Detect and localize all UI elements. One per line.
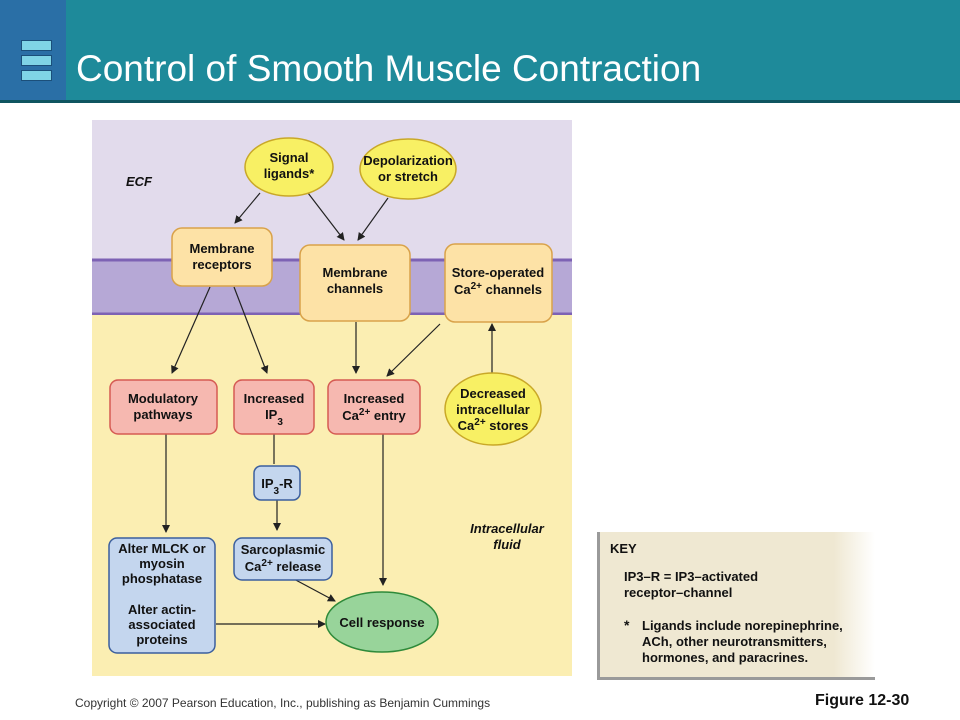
copyright-text: Copyright © 2007 Pearson Education, Inc.… <box>75 696 491 710</box>
modulatory-pathways-label: pathways <box>133 407 192 422</box>
ip3r-label: IP3-R <box>261 476 293 497</box>
ip3r-node <box>253 465 301 501</box>
decreased-stores-node <box>444 372 542 446</box>
depolarization-node <box>359 138 457 200</box>
increased-ip3-node <box>233 379 315 435</box>
intracellular-label: fluid <box>493 537 521 552</box>
modulatory-pathways-label: Modulatory <box>128 391 199 406</box>
title-bar-underline <box>0 100 960 103</box>
increased-ca-entry-label: Ca2+ entry <box>342 407 406 424</box>
arrow <box>234 192 261 224</box>
membrane-receptors-label: Membrane <box>189 241 254 256</box>
decreased-stores-label: Decreased <box>460 386 526 401</box>
arrow <box>171 286 211 374</box>
logo-bar <box>21 40 52 51</box>
depolarization-label: Depolarization <box>363 153 453 168</box>
ecf-region <box>92 120 572 260</box>
decreased-stores-label: intracellular <box>456 402 530 417</box>
cell-response-label: Cell response <box>339 615 424 630</box>
sarcoplasmic-release-label: Sarcoplasmic <box>241 542 326 557</box>
membrane-receptors-label: receptors <box>192 257 251 272</box>
store-operated-label: Ca2+ channels <box>454 281 542 298</box>
alter-mlck-label: phosphatase <box>122 571 202 586</box>
ecf-label: ECF <box>126 174 153 189</box>
signal-ligands-label: Signal <box>269 150 308 165</box>
legend-key: KEY IP3–R = IP3–activated receptor–chann… <box>597 532 875 680</box>
signal-ligands-label: ligands* <box>264 166 316 181</box>
key-ip3r-line: IP3–R = IP3–activated <box>624 569 759 584</box>
slide-logo-icon <box>0 0 66 100</box>
increased-ip3-label: IP3 <box>265 407 283 428</box>
arrow <box>307 192 345 241</box>
store-operated-node <box>444 243 553 323</box>
cell-response-node <box>325 591 439 653</box>
intracellular-label: Intracellular <box>470 521 545 536</box>
alter-mlck-label: associated <box>128 617 195 632</box>
logo-bar <box>21 70 52 81</box>
increased-ip3-label: Increased <box>244 391 305 406</box>
arrow <box>386 323 441 377</box>
increased-ca-entry-label: Increased <box>344 391 405 406</box>
alter-mlck-label: Alter actin- <box>128 602 196 617</box>
alter-mlck-label: myosin <box>139 556 185 571</box>
sarcoplasmic-release-node <box>233 537 333 581</box>
title-bar <box>0 0 960 100</box>
depolarization-label: or stretch <box>378 169 438 184</box>
sarcoplasmic-release-label: Ca2+ release <box>245 558 321 575</box>
membrane-receptors-node <box>171 227 273 287</box>
store-operated-label: Store-operated <box>452 265 545 280</box>
alter-mlck-label: proteins <box>136 632 187 647</box>
membrane-channels-label: Membrane <box>322 265 387 280</box>
key-ip3r-line: receptor–channel <box>624 585 733 600</box>
figure-number: Figure 12-30 <box>815 692 910 709</box>
signal-ligands-node <box>244 137 334 197</box>
alter-mlck-node <box>108 537 216 654</box>
flow-diagram: ECF Intracellular fluid Signal ligands* … <box>92 120 572 676</box>
membrane-channels-node <box>299 244 411 322</box>
logo-bar <box>21 55 52 66</box>
alter-mlck-label: Alter MLCK or <box>118 541 205 556</box>
key-ligands-line: ACh, other neurotransmitters, <box>642 634 827 649</box>
arrow <box>291 577 336 602</box>
arrow <box>233 286 269 374</box>
arrow <box>357 197 389 241</box>
membrane-channels-label: channels <box>327 281 383 296</box>
increased-ca-entry-node <box>327 379 421 435</box>
key-ligands-line: Ligands include norepinephrine, <box>642 618 843 633</box>
page-title: Control of Smooth Muscle Contraction <box>76 48 702 89</box>
key-star: * <box>624 617 630 633</box>
decreased-stores-label: Ca2+ stores <box>458 417 529 434</box>
key-title: KEY <box>610 541 637 556</box>
modulatory-pathways-node <box>109 379 218 435</box>
key-ligands-line: hormones, and paracrines. <box>642 650 809 665</box>
